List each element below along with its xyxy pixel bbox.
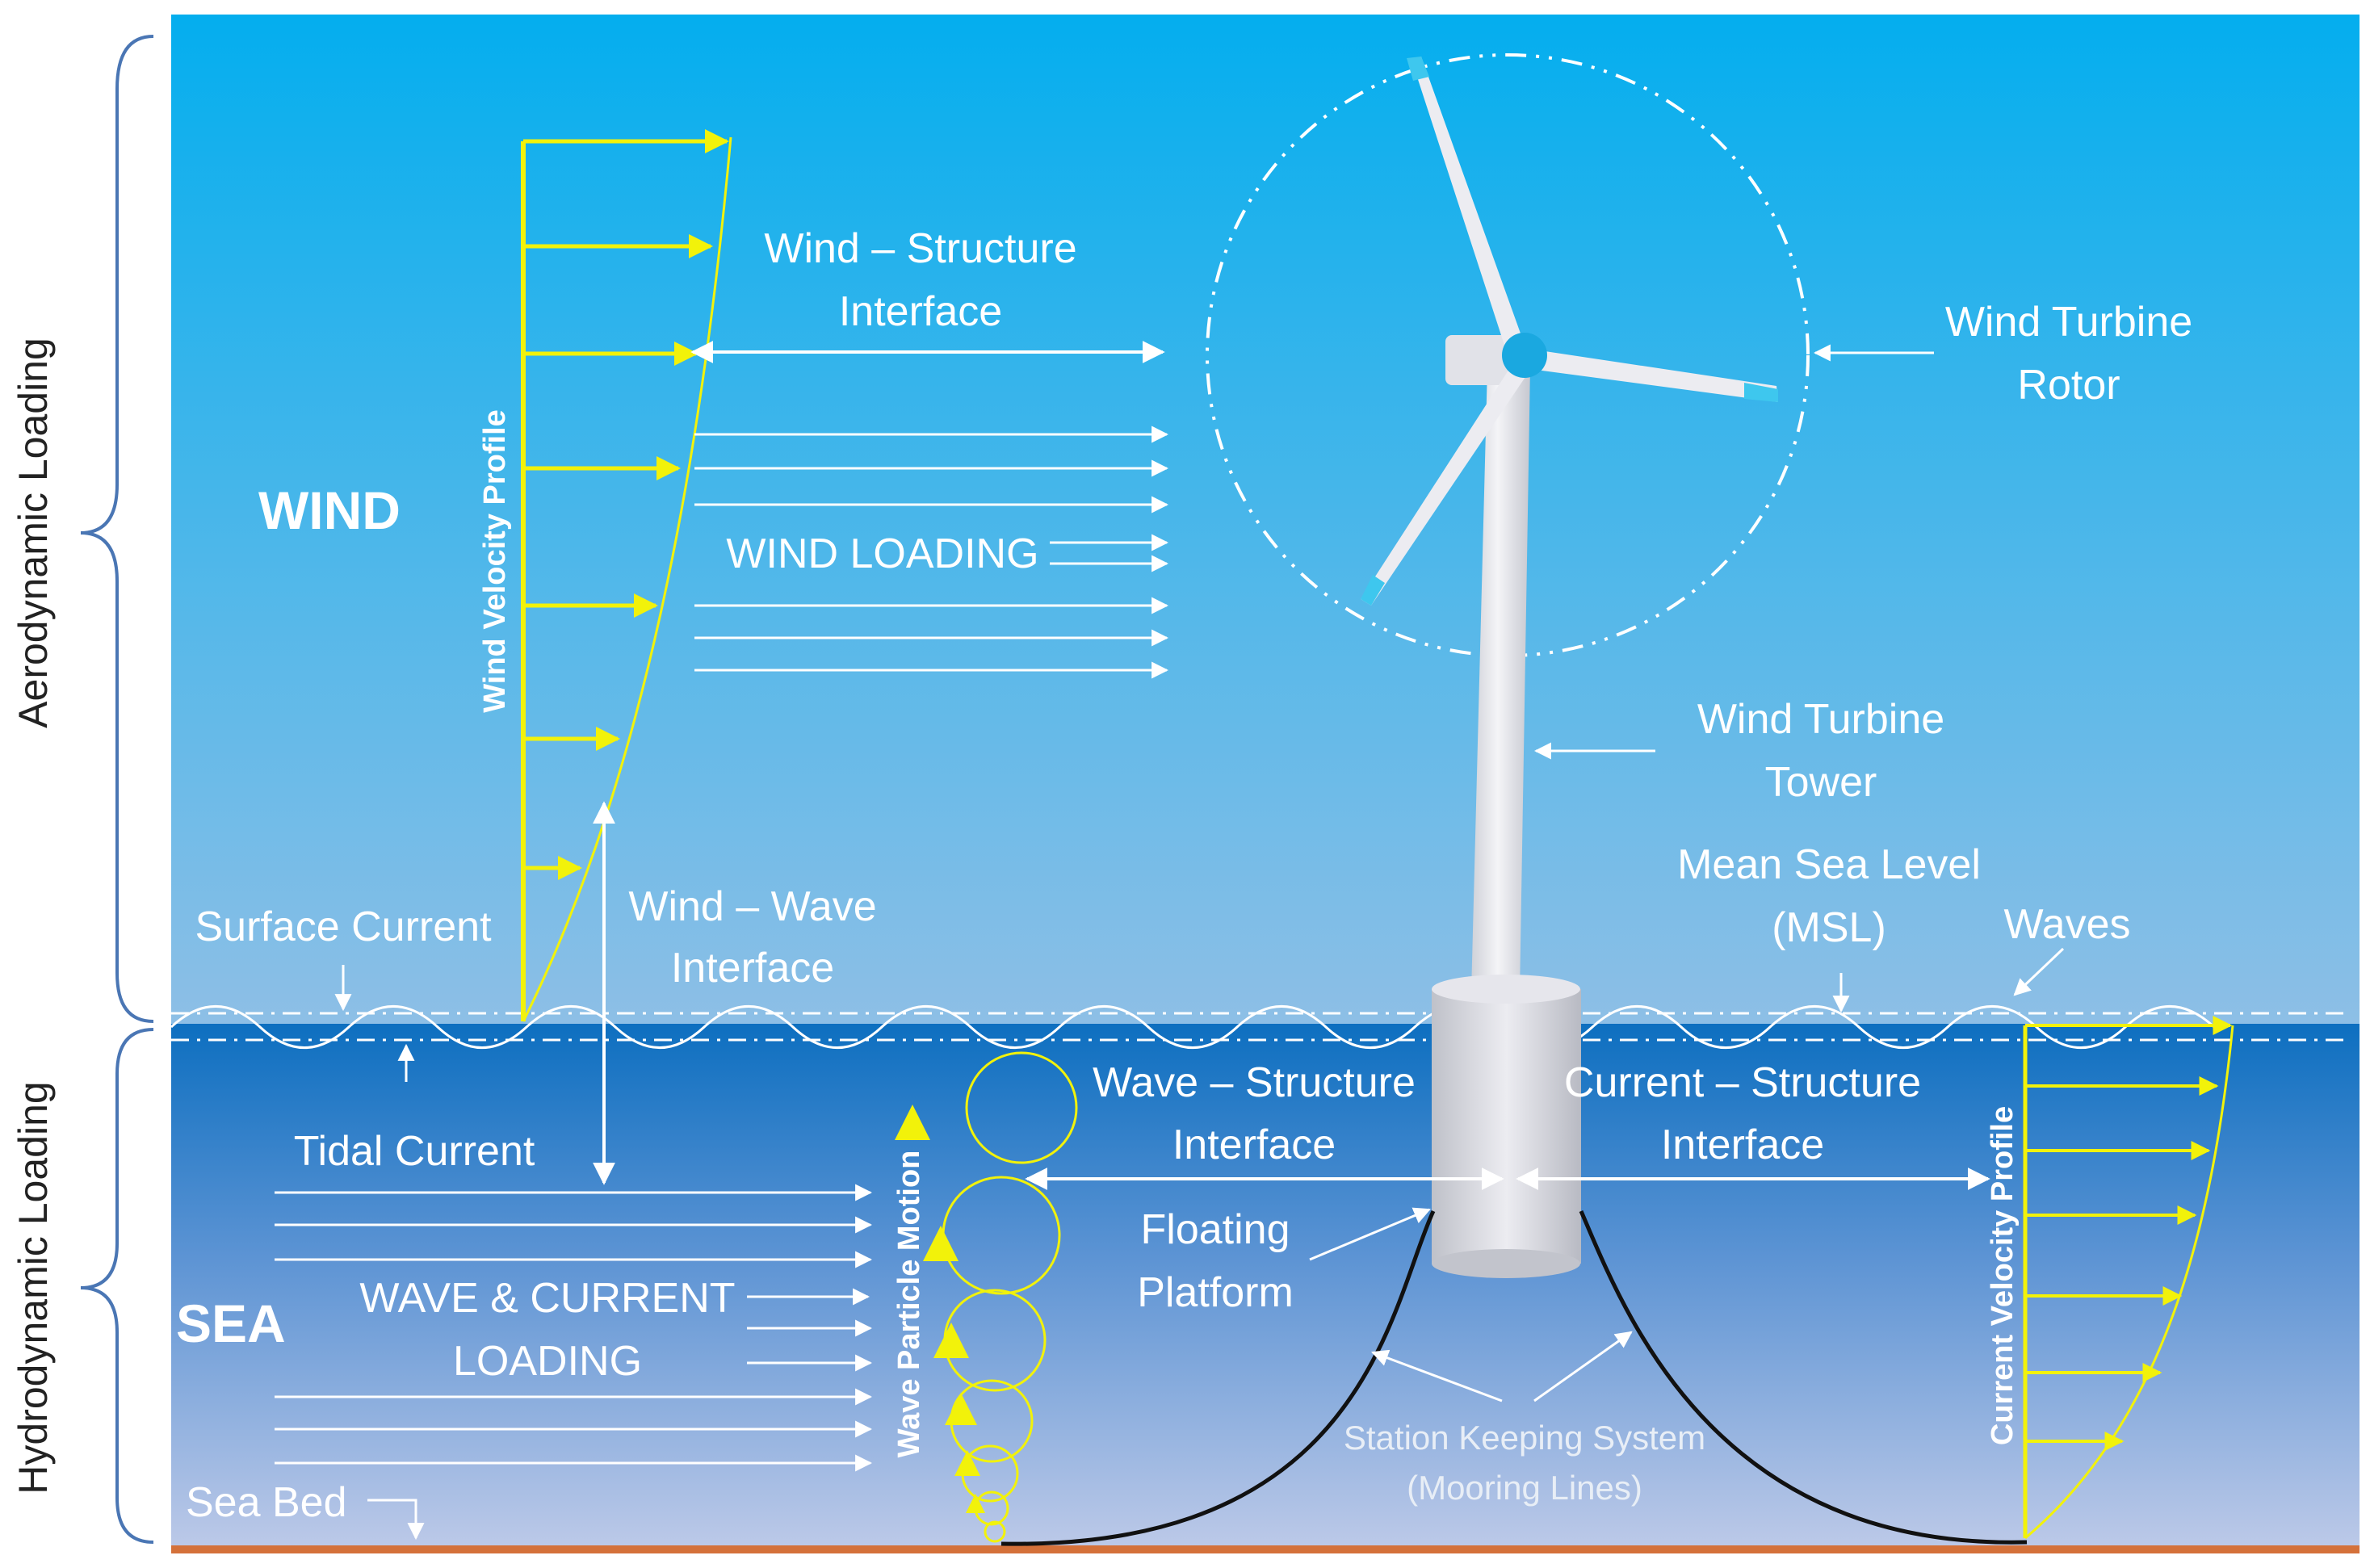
sea-label: SEA — [176, 1293, 286, 1353]
wind-turbine-rotor — [1361, 57, 1778, 606]
aero-loading-label: Aerodynamic Loading — [10, 337, 56, 728]
wind-structure-interface-label-2: Interface — [839, 288, 1002, 335]
wave-current-loading-label-2: LOADING — [453, 1338, 642, 1385]
sky-background — [171, 15, 2360, 1028]
wave-particle-motion — [895, 1051, 1078, 1543]
floating-platform-label: Floating — [1141, 1206, 1290, 1253]
particle-orbit — [984, 1520, 1006, 1543]
wave-current-loading-arrows — [275, 1184, 873, 1472]
wind-loading-arrows — [694, 426, 1169, 679]
mean-sea-level-label-2: (MSL) — [1772, 904, 1886, 951]
hydro-loading-label: Hydrodynamic Loading — [10, 1081, 56, 1494]
wind-turbine-rotor-label: Wind Turbine — [1945, 299, 2192, 346]
wind-loading-label: WIND LOADING — [726, 530, 1038, 577]
wave-structure-interface-label: Wave – Structure — [1093, 1059, 1416, 1106]
wave-current-loading-label: WAVE & CURRENT — [359, 1275, 735, 1322]
particle-direction-triangle — [895, 1105, 930, 1140]
current-structure-interface-label: Current – Structure — [1564, 1059, 1921, 1106]
wind-turbine-tower-label-2: Tower — [1765, 759, 1877, 806]
particle-direction-triangle — [966, 1494, 985, 1513]
wind-wave-interface-label: Wind – Wave — [628, 883, 876, 930]
mooring-line-left — [1000, 1210, 1436, 1546]
sea-background — [171, 1024, 2360, 1547]
wave-line — [170, 1004, 2216, 1050]
wind-label: WIND — [258, 480, 401, 540]
particle-direction-triangle — [945, 1393, 977, 1425]
particle-direction-triangle — [954, 1450, 980, 1476]
wind-turbine-tower-label: Wind Turbine — [1697, 696, 1944, 743]
wind-velocity-profile-label: Wind Velocity Profile — [478, 409, 512, 713]
wave-particle-motion-label: Wave Particle Motion — [892, 1151, 926, 1458]
current-velocity-profile-label: Current Velocity Profile — [1986, 1106, 2020, 1445]
particle-orbit — [965, 1051, 1078, 1164]
wind-turbine-tower — [1471, 367, 1530, 993]
sea-bed-label: Sea Bed — [186, 1479, 347, 1526]
aero-brace — [80, 35, 154, 1023]
waves-label: Waves — [2004, 901, 2131, 948]
station-keeping-label-2: (Mooring Lines) — [1407, 1469, 1642, 1507]
particle-direction-triangle — [923, 1226, 958, 1261]
floating-platform — [1432, 975, 1581, 1278]
wave-structure-interface-label-2: Interface — [1172, 1121, 1336, 1168]
wind-structure-interface-label: Wind – Structure — [764, 225, 1076, 272]
wind-wave-interface-label-2: Interface — [671, 945, 834, 992]
tidal-current-label: Tidal Current — [294, 1128, 535, 1175]
station-keeping-label: Station Keeping System — [1344, 1419, 1705, 1457]
mooring-pointer-right — [1533, 1331, 1633, 1402]
mooring-line-right — [1579, 1210, 2028, 1545]
hub — [1502, 333, 1547, 378]
mean-sea-level-label: Mean Sea Level — [1677, 841, 1981, 888]
wind-turbine-rotor-label-2: Rotor — [2017, 362, 2120, 409]
mooring-pointer-left — [1371, 1349, 1503, 1402]
platform-pointer — [1309, 1207, 1431, 1261]
seabed-strip — [171, 1545, 2360, 1553]
floating-platform-label-2: Platform — [1137, 1269, 1294, 1316]
particle-direction-triangle — [933, 1323, 969, 1358]
current-structure-interface-label-2: Interface — [1661, 1121, 1824, 1168]
wind-velocity-profile — [521, 129, 732, 1022]
waves-pointer — [2013, 947, 2065, 996]
sea-bed-pointer — [367, 1499, 425, 1541]
surface-current-label: Surface Current — [195, 903, 492, 950]
hydro-brace — [80, 1028, 154, 1544]
current-velocity-profile — [2023, 1016, 2234, 1540]
